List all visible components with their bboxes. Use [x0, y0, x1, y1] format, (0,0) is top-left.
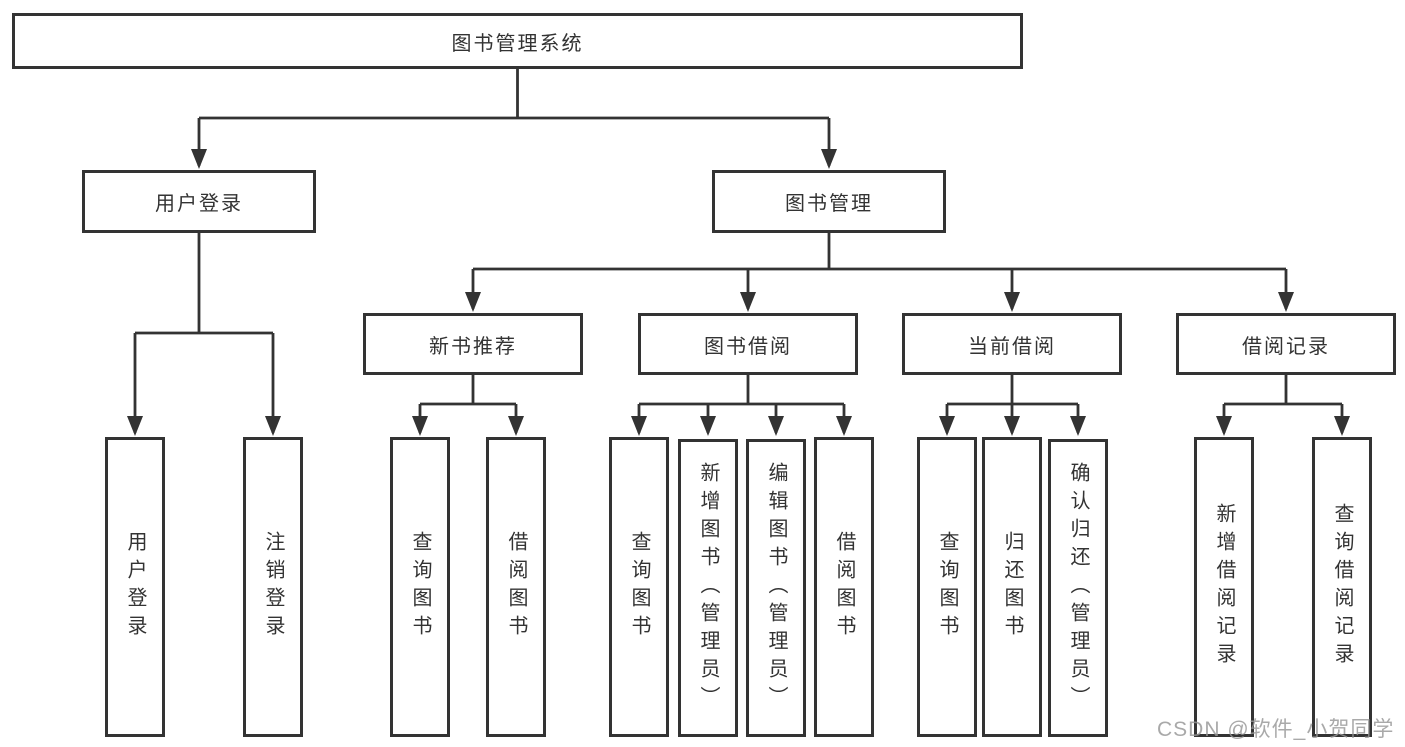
node-book-management: 图书管理 — [712, 170, 946, 233]
node-label: 确认归还（管理员） — [1067, 462, 1089, 714]
node-label: 用户登录 — [155, 193, 243, 215]
node-label: 新增借阅记录 — [1213, 503, 1235, 671]
node-label: 借阅图书 — [505, 531, 527, 643]
node-query-borrow-record: 查询借阅记录 — [1312, 437, 1372, 737]
node-label: 借阅图书 — [833, 531, 855, 643]
node-return-books: 归还图书 — [982, 437, 1042, 737]
node-label: 查询图书 — [936, 531, 958, 643]
node-label: 注销登录 — [262, 531, 284, 643]
node-borrow-books-borrowing: 借阅图书 — [814, 437, 874, 737]
node-new-book-recommendation: 新书推荐 — [363, 313, 583, 375]
node-add-borrow-record: 新增借阅记录 — [1194, 437, 1254, 737]
node-user-login: 用户登录 — [82, 170, 316, 233]
arrowhead-icons — [127, 149, 1350, 436]
node-query-books-recommend: 查询图书 — [390, 437, 450, 737]
node-label: 图书管理 — [785, 193, 873, 215]
node-label: 编辑图书（管理员） — [765, 462, 787, 714]
node-label: 图书借阅 — [704, 335, 792, 358]
node-label: 借阅记录 — [1242, 335, 1330, 358]
node-query-books-borrowing: 查询图书 — [609, 437, 669, 737]
node-label: 当前借阅 — [968, 335, 1056, 358]
node-label: 查询图书 — [628, 531, 650, 643]
node-logout: 注销登录 — [243, 437, 303, 737]
node-borrowing-records: 借阅记录 — [1176, 313, 1396, 375]
node-borrow-books-recommend: 借阅图书 — [486, 437, 546, 737]
csdn-watermark: CSDN @软件_小贺同学 — [1157, 718, 1395, 741]
node-label: 用户登录 — [124, 531, 146, 643]
node-user-login-leaf: 用户登录 — [105, 437, 165, 737]
node-label: 图书管理系统 — [451, 32, 584, 55]
node-book-borrowing: 图书借阅 — [638, 313, 858, 375]
node-label: 归还图书 — [1001, 531, 1023, 643]
node-label: 新书推荐 — [429, 335, 517, 358]
node-book-management-system: 图书管理系统 — [12, 13, 1023, 69]
node-label: 查询借阅记录 — [1331, 503, 1353, 671]
node-label: 查询图书 — [409, 531, 431, 643]
node-add-books-admin: 新增图书（管理员） — [678, 439, 738, 737]
node-query-books-current: 查询图书 — [917, 437, 977, 737]
node-label: 新增图书（管理员） — [697, 462, 719, 714]
node-confirm-return-admin: 确认归还（管理员） — [1048, 439, 1108, 737]
node-edit-books-admin: 编辑图书（管理员） — [746, 439, 806, 737]
node-current-borrowing: 当前借阅 — [902, 313, 1122, 375]
